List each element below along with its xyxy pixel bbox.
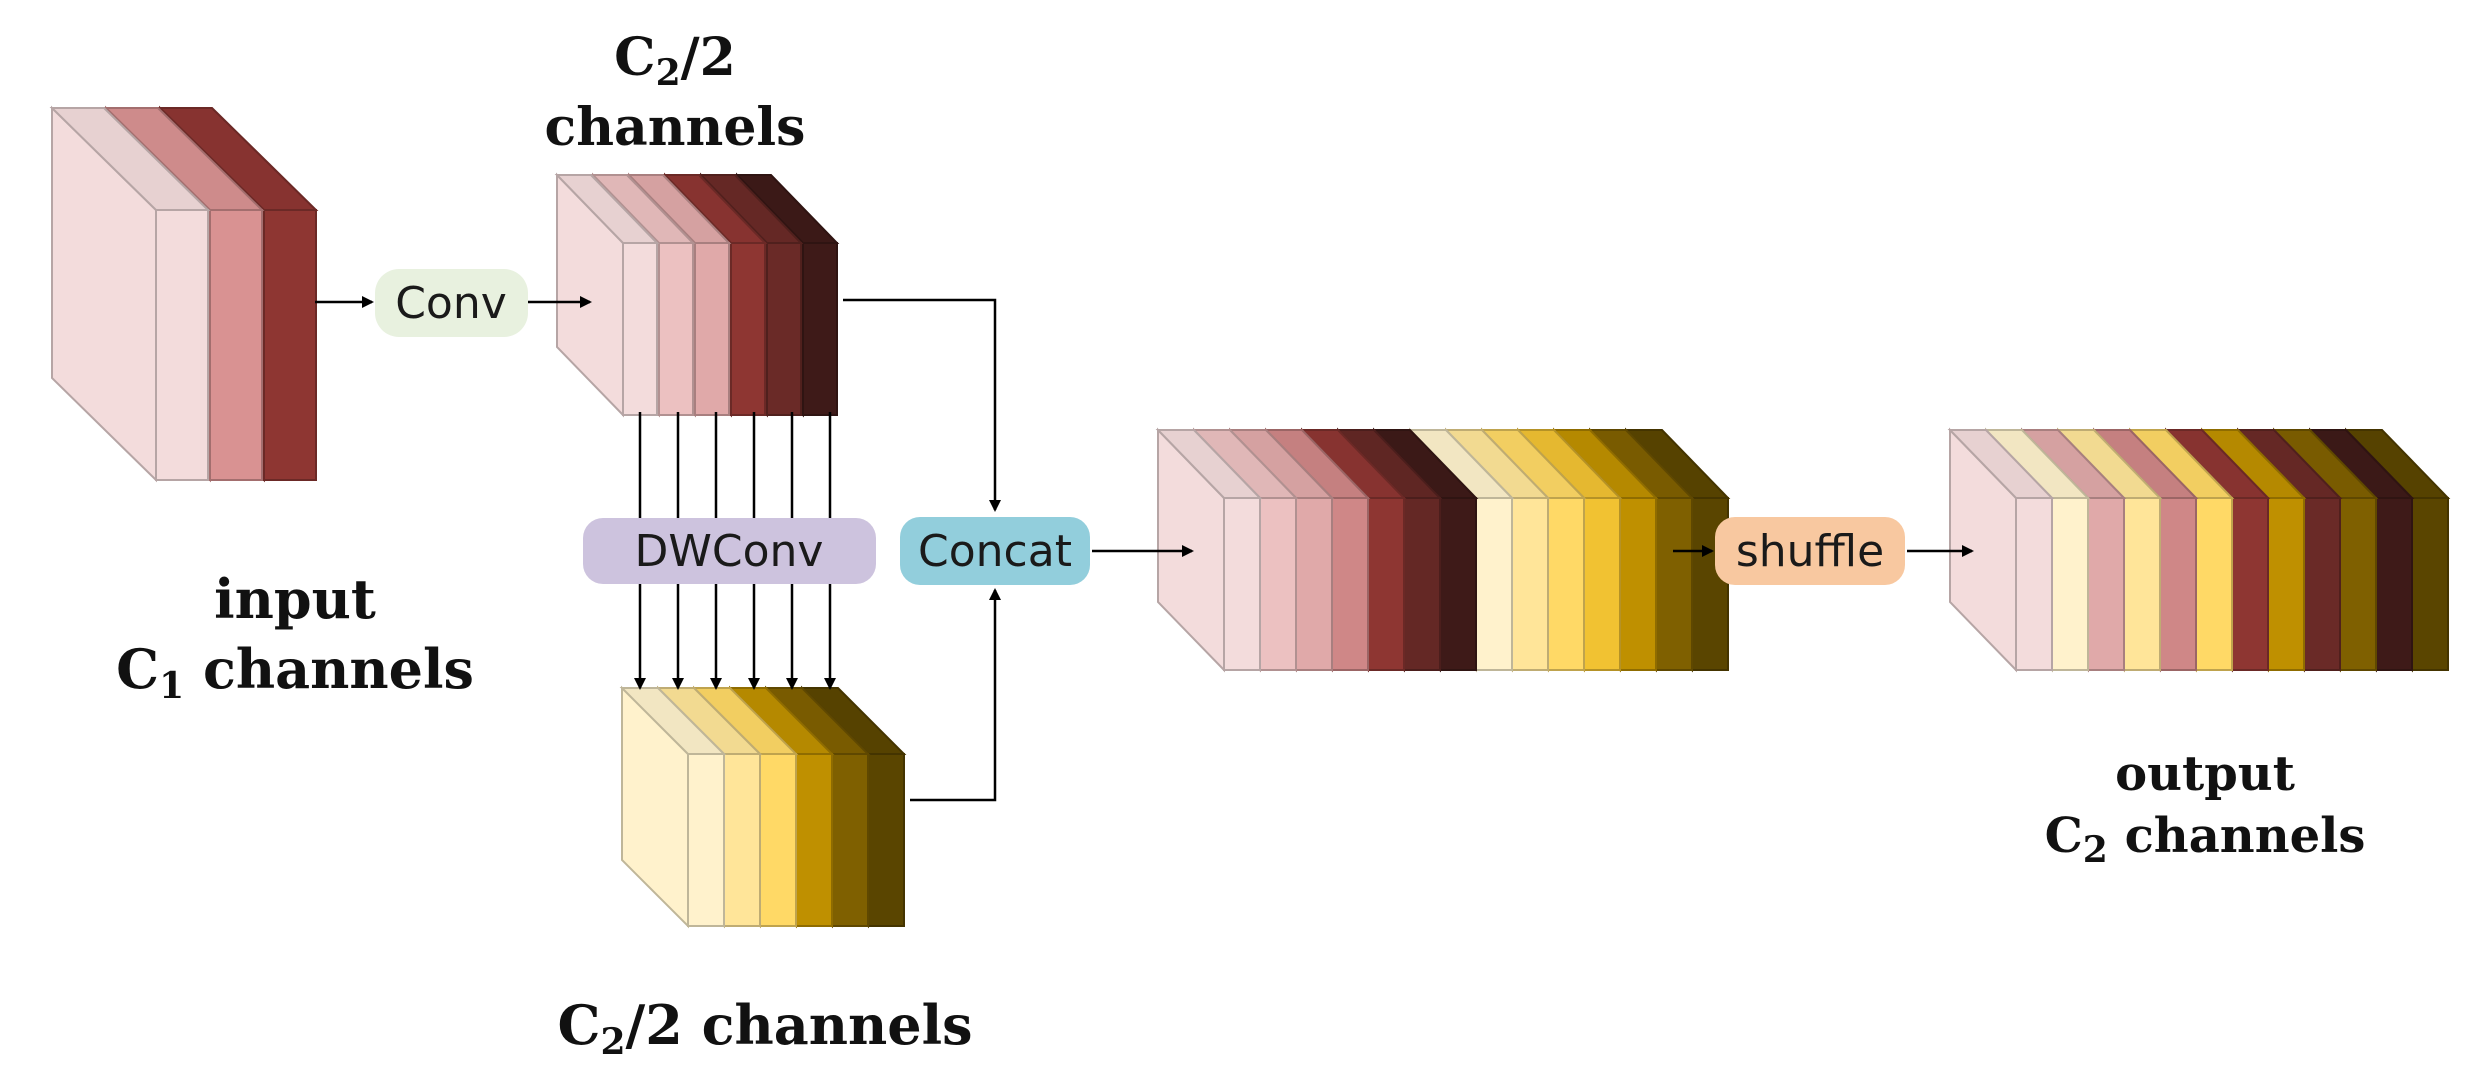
top-half-slab-front (766, 242, 802, 416)
arrow-bottom-stack-to-concat (910, 588, 1001, 802)
input-caption-line2: C1 channels (116, 637, 474, 707)
concat-box (900, 517, 1090, 585)
shuffle-label: shuffle (1736, 526, 1884, 577)
bottom-half-slab-front (795, 753, 833, 927)
concat-slab-front (1655, 497, 1693, 671)
top-half-slab-front (658, 242, 694, 416)
concat-label: Concat (918, 526, 1072, 577)
bottom-half-slab (619, 685, 727, 929)
shuffled-slab-front (2303, 497, 2341, 671)
conv-box (375, 269, 528, 337)
bottom-half-slab-front (687, 753, 725, 927)
top-half-slab-front (694, 242, 730, 416)
shuffled-slab-front (2195, 497, 2233, 671)
concat-slab-front (1367, 497, 1405, 671)
top-half-slab-front (802, 242, 838, 416)
concat-slab-front (1439, 497, 1477, 671)
shuffled-slab-front (2267, 497, 2305, 671)
shuffled-slab-front (2339, 497, 2377, 671)
bottom-caption: C2/2 channels (557, 993, 972, 1063)
concat-slab-front (1583, 497, 1621, 671)
shuffled-slab-front (2159, 497, 2197, 671)
shuffled-slab-front (2087, 497, 2125, 671)
top-half-slab (554, 172, 660, 418)
top-half-slab-front (622, 242, 658, 416)
concat-slab-front (1223, 497, 1261, 671)
input-slab-front (263, 209, 317, 481)
input-feature-stack (49, 105, 319, 483)
concat-slab-front (1331, 497, 1369, 671)
input-slab (49, 105, 211, 483)
top-half-feature-stack (554, 172, 840, 418)
dwconv-box (583, 518, 876, 584)
concat-slab-front (1619, 497, 1657, 671)
output-caption-line2: C2 channels (2045, 808, 2366, 871)
shuffled-slab-front (2231, 497, 2269, 671)
concat-op: Concat (900, 517, 1090, 585)
conv-label: Conv (395, 278, 507, 329)
bottom-half-slab-front (867, 753, 905, 927)
top-caption-line1: C2/2 (614, 27, 736, 94)
shuffled-output-feature-stack (1947, 427, 2451, 673)
dwconv-label: DWConv (635, 526, 824, 577)
concat-slab-front (1403, 497, 1441, 671)
concat-feature-stack (1155, 427, 1731, 673)
input-slab-front (209, 209, 263, 481)
input-slab-front (155, 209, 209, 481)
concat-slab-front (1295, 497, 1333, 671)
concat-slab-front (1547, 497, 1585, 671)
top-half-slab-front (730, 242, 766, 416)
concat-slab-front (1475, 497, 1513, 671)
shuffled-slab (1947, 427, 2055, 673)
shuffled-slab-front (2015, 497, 2053, 671)
top-caption-line2: channels (545, 97, 806, 158)
shuffled-slab-front (2375, 497, 2413, 671)
bottom-half-slab-front (723, 753, 761, 927)
shuffle-op: shuffle (1715, 517, 1905, 585)
shuffled-slab-front (2123, 497, 2161, 671)
input-caption-line1: input (214, 567, 376, 631)
shuffle-box (1715, 517, 1905, 585)
shuffled-slab-front (2411, 497, 2449, 671)
dwconv-op: DWConv (583, 518, 876, 584)
conv-op: Conv (375, 269, 528, 337)
bottom-half-slab-front (831, 753, 869, 927)
bottom-half-slab-front (759, 753, 797, 927)
arrow-top-stack-to-concat (843, 298, 1001, 512)
shuffled-slab-front (2051, 497, 2089, 671)
output-caption-line1: output (2115, 746, 2295, 802)
bottom-half-feature-stack (619, 685, 907, 929)
concat-slab-front (1511, 497, 1549, 671)
concat-slab-front (1259, 497, 1297, 671)
